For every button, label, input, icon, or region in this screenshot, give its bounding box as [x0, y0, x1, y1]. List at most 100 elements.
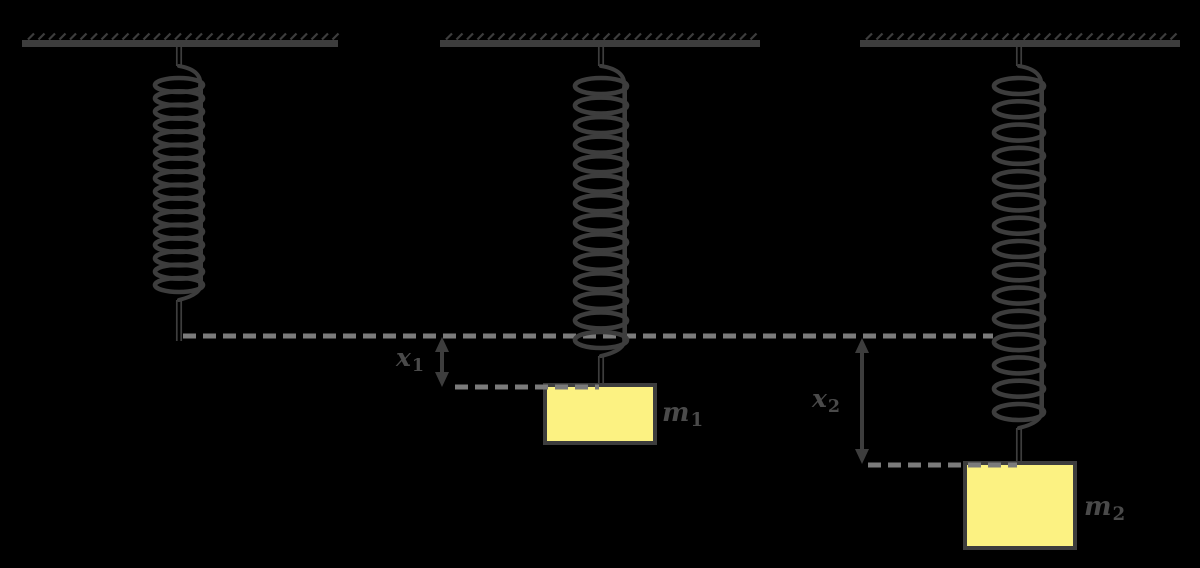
- spring-coil: [572, 310, 630, 331]
- ceiling-hatch-tick: [676, 32, 684, 41]
- ceiling-hatch-tick: [445, 32, 453, 41]
- x1-label-subscript: 1: [411, 355, 425, 376]
- ceiling-hatch-tick: [455, 32, 464, 41]
- spring-bottom-hook: [1017, 408, 1044, 430]
- mass-m1-label: m1: [662, 400, 703, 430]
- extension-x1-label: x1: [396, 345, 424, 375]
- ceiling-hatch-tick: [1159, 32, 1167, 41]
- spring-coil: [572, 251, 630, 273]
- spring-coil: [991, 378, 1047, 400]
- ceiling-hatch-tick: [300, 32, 308, 41]
- ceiling-hatch-tick: [959, 32, 968, 41]
- ceiling-hatch-tick: [58, 32, 67, 41]
- spring-coil: [991, 192, 1047, 213]
- spring-coil: [572, 290, 630, 312]
- spring-coil: [572, 271, 630, 292]
- spring-coil: [572, 75, 630, 97]
- ceiling-hatch-tick: [602, 32, 611, 41]
- ceiling-hatch-tick: [686, 32, 695, 41]
- m1-label-subscript: 1: [690, 410, 704, 432]
- ceiling-hatch-tick: [529, 32, 537, 41]
- ceiling-hatch-tick: [205, 32, 214, 41]
- ceiling-hatch-tick: [634, 32, 642, 41]
- ceiling-hatch-tick: [142, 32, 151, 41]
- ceiling-hatch-tick: [886, 32, 894, 41]
- ceiling-hatch-tick: [749, 32, 758, 41]
- ceiling-hatch-tick: [310, 32, 319, 41]
- x2-label-base: x: [812, 384, 827, 413]
- ceiling-hatch-tick: [90, 32, 98, 41]
- spring-coil: [572, 329, 630, 351]
- ceiling-hatch-tick: [665, 32, 674, 41]
- ceiling-hatch-tick: [938, 32, 947, 41]
- ceiling-hatch-tick: [560, 32, 569, 41]
- spring-coil: [991, 75, 1047, 97]
- ceiling-hatch-tick: [896, 32, 905, 41]
- ceiling-hatch-tick: [37, 32, 46, 41]
- arrow-head-down-icon: [855, 449, 869, 464]
- ceiling-hatch-tick: [739, 32, 747, 41]
- ceiling-bar: [22, 40, 338, 47]
- spring-coil: [991, 308, 1047, 330]
- ceiling-hatch-tick: [518, 32, 527, 41]
- m2-label-base: m: [1084, 492, 1112, 522]
- ceiling-hatch-tick: [226, 32, 235, 41]
- ceiling-hatch-tick: [1127, 32, 1136, 41]
- ceiling-hatch-tick: [928, 32, 936, 41]
- ceiling-hatch-tick: [27, 32, 35, 41]
- spring-coil: [991, 331, 1047, 353]
- spring-coil: [572, 114, 630, 136]
- ceiling-bar: [860, 40, 1180, 47]
- ceiling-hatch-tick: [581, 32, 590, 41]
- ceiling-hatch-tick: [697, 32, 705, 41]
- spring-coil: [572, 153, 630, 175]
- ceiling-hatch-tick: [111, 32, 119, 41]
- spring-coil: [572, 95, 630, 116]
- ceiling-bar: [440, 40, 760, 47]
- ceiling-hatch-tick: [258, 32, 266, 41]
- spring-coil: [991, 215, 1047, 237]
- ceiling-hatch-tick: [1096, 32, 1104, 41]
- ceiling-hatch-tick: [644, 32, 653, 41]
- middle-spring-stretched-m1: [572, 47, 630, 385]
- spring-coil: [991, 122, 1047, 143]
- spring-top-hook: [599, 64, 627, 90]
- ceiling-hatch-tick: [466, 32, 474, 41]
- x2-label-subscript: 2: [827, 396, 841, 417]
- ceiling-hatch-tick: [1054, 32, 1062, 41]
- spring-coil: [991, 238, 1047, 260]
- ceiling-hatch-tick: [1043, 32, 1052, 41]
- ceiling-hatch-tick: [539, 32, 548, 41]
- spring-coil: [991, 355, 1047, 376]
- spring-coil: [991, 261, 1047, 283]
- ceiling-hatch-tick: [153, 32, 161, 41]
- spring-bottom-hook: [177, 281, 203, 302]
- ceiling-hatch-tick: [268, 32, 277, 41]
- ceiling-hatch-tick: [79, 32, 88, 41]
- x1-extension-arrow: [435, 337, 449, 387]
- spring-coil: [991, 168, 1047, 190]
- ceiling-hatch-tick: [1012, 32, 1020, 41]
- ceiling-hatch-tick: [1001, 32, 1010, 41]
- ceiling-hatch-tick: [237, 32, 245, 41]
- ceiling-hatch-tick: [508, 32, 516, 41]
- ceiling-hatch-tick: [289, 32, 298, 41]
- right-ceiling: [860, 32, 1180, 47]
- ceiling-hatch-tick: [321, 32, 329, 41]
- spring-top-hook: [177, 64, 203, 89]
- ceiling-hatch-tick: [121, 32, 130, 41]
- mass-m2-label: m2: [1084, 494, 1125, 524]
- ceiling-hatch-tick: [592, 32, 600, 41]
- spring-coil: [991, 401, 1047, 423]
- spring-coil: [991, 98, 1047, 120]
- arrow-head-up-icon: [855, 338, 869, 353]
- ceiling-hatch-tick: [718, 32, 726, 41]
- ceiling-hatch-tick: [613, 32, 621, 41]
- ceiling-hatch-tick: [991, 32, 999, 41]
- mass-m2-block: [963, 461, 1077, 550]
- right-spring-stretched-m2: [991, 47, 1047, 465]
- ceiling-hatch-tick: [571, 32, 579, 41]
- ceiling-hatch-tick: [1169, 32, 1178, 41]
- x2-extension-arrow: [855, 338, 869, 464]
